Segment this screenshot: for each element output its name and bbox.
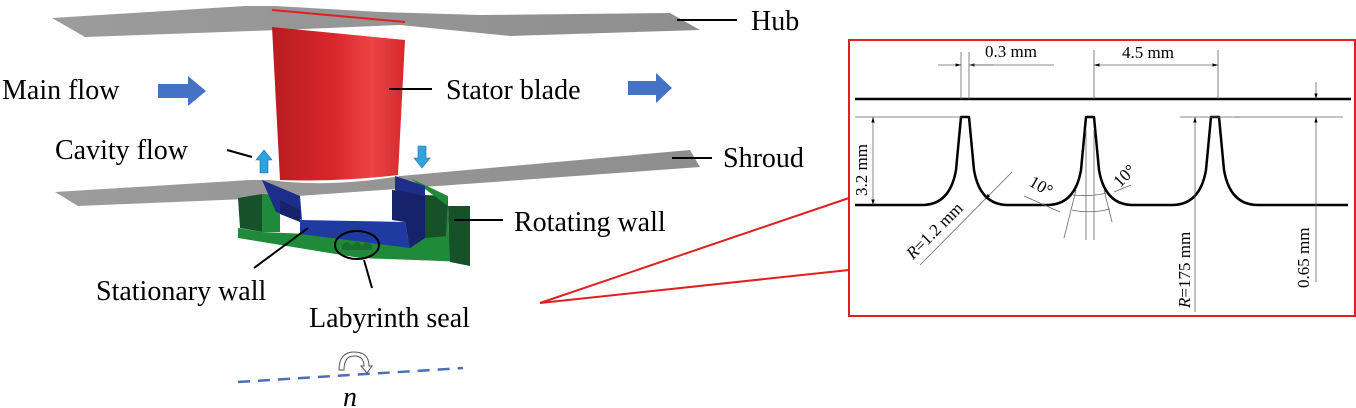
- cavity-outflow-arrow-icon: [255, 149, 273, 174]
- rotation-axis-label: n: [343, 382, 357, 408]
- rotating-wall-label: Rotating wall: [514, 207, 666, 238]
- main-flow-label: Main flow: [2, 75, 120, 106]
- labyrinth-seal-label: Labyrinth seal: [309, 303, 470, 334]
- shroud-label: Shroud: [723, 143, 804, 174]
- labyrinth-fins-3d: [342, 242, 372, 250]
- fin-height-dimension: 3.2 mm: [852, 144, 871, 196]
- radius-prefix: R: [1175, 297, 1194, 309]
- stator-blade: [272, 27, 405, 181]
- shroud-surface: [55, 150, 700, 206]
- hub-surface: [52, 6, 700, 37]
- cavity-inflow-arrow-icon: [413, 145, 431, 169]
- hub-label: Hub: [751, 6, 799, 37]
- rotation-axis: [237, 351, 464, 384]
- clearance-dimension: 0.65 mm: [1294, 228, 1313, 288]
- dimension-lines: [855, 50, 1343, 312]
- main-flow-arrow-icon: [158, 76, 206, 106]
- zoom-callout: [539, 197, 850, 304]
- pitch-dimension: 4.5 mm: [1122, 43, 1174, 62]
- stationary-wall-label: Stationary wall: [96, 276, 267, 307]
- leader-lines: [226, 19, 737, 289]
- labyrinth-seal-highlight: [334, 230, 380, 260]
- cavity-flow-label: Cavity flow: [55, 135, 189, 166]
- stationary-wall-3d: [262, 176, 425, 248]
- exit-flow-arrow-icon: [628, 73, 672, 103]
- stator-blade-label: Stator blade: [446, 75, 581, 106]
- radius-value: =175 mm: [1175, 232, 1194, 298]
- radius-dimension: R=175 mm: [1175, 232, 1194, 309]
- tip-width-dimension: 0.3 mm: [985, 42, 1037, 61]
